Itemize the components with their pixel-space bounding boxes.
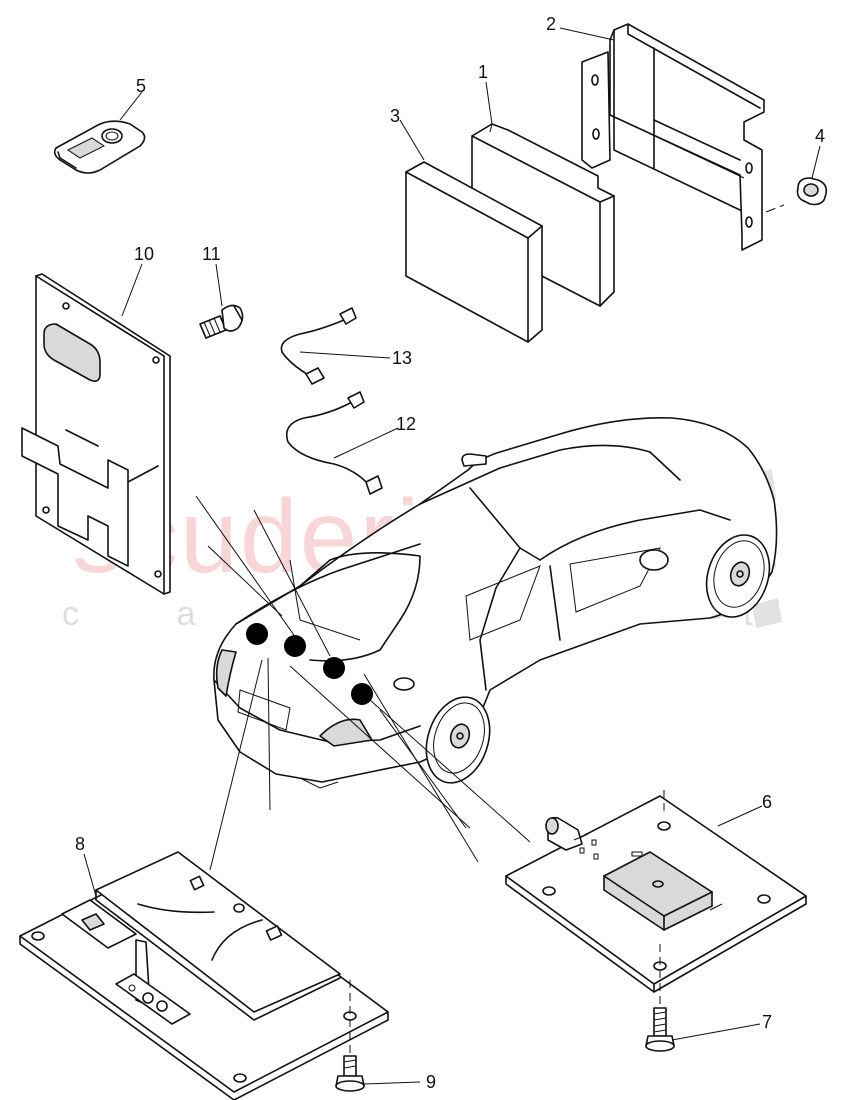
callout-numbers: 1 2 3 4 5 6 7 8 9 10 11 12 13	[75, 14, 825, 1092]
callout-2: 2	[546, 14, 556, 34]
location-marker	[351, 683, 373, 705]
leader-lines	[83, 27, 821, 1085]
callout-10: 10	[134, 244, 154, 264]
callout-6: 6	[762, 792, 772, 812]
part-3-module-cover[interactable]	[405, 161, 543, 343]
part-12-cable[interactable]	[285, 391, 383, 495]
vehicle-suv	[213, 417, 778, 789]
part-11-bolt[interactable]	[199, 304, 244, 339]
vehicle-front-wheel	[425, 696, 491, 784]
part-2-bracket[interactable]	[581, 23, 765, 251]
part-6-antenna-plate[interactable]	[505, 790, 807, 1008]
callout-13: 13	[392, 348, 412, 368]
vehicle-rear-wheel	[705, 534, 771, 618]
callout-1: 1	[478, 62, 488, 82]
callout-4: 4	[815, 126, 825, 146]
part-4-nut[interactable]	[765, 177, 828, 213]
callout-11: 11	[202, 244, 221, 264]
part-7-bolt[interactable]	[645, 1007, 675, 1052]
part-9-bolt[interactable]	[335, 1055, 365, 1092]
location-marker	[323, 657, 345, 679]
location-marker	[246, 623, 268, 645]
part-8-bracket-plate[interactable]	[19, 851, 389, 1100]
callout-5: 5	[136, 76, 146, 96]
callout-8: 8	[75, 834, 85, 854]
part-5-key-fob[interactable]	[53, 120, 146, 174]
location-marker	[284, 635, 306, 657]
callout-12: 12	[396, 414, 416, 434]
location-markers	[246, 623, 373, 705]
part-10-mounting-plate[interactable]	[21, 273, 171, 595]
callout-7: 7	[762, 1012, 772, 1032]
part-13-cable[interactable]	[280, 307, 357, 385]
projection-lines	[195, 495, 531, 871]
callout-3: 3	[390, 106, 400, 126]
callout-9: 9	[426, 1072, 436, 1092]
